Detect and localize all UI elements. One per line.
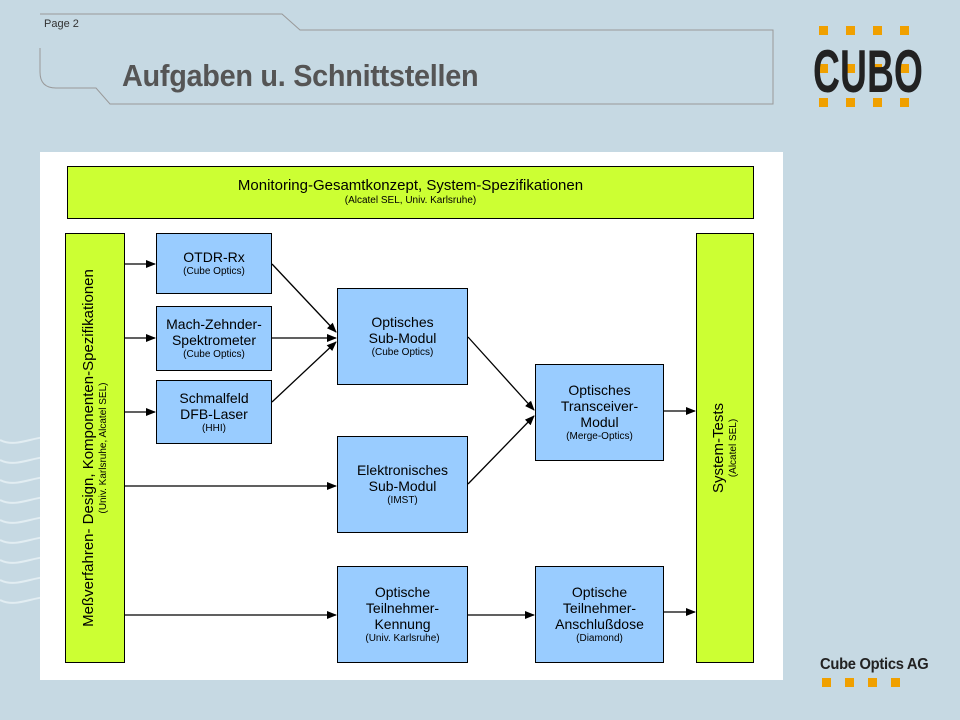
subscriber-id-partner: (Univ. Karlsruhe) xyxy=(365,633,440,644)
measurement-design-title: Meßverfahren- Design, Komponenten-Spezif… xyxy=(80,269,97,627)
dfb-laser-line2: DFB-Laser xyxy=(180,405,248,422)
system-tests-box: System-Tests (Alcatel SEL) xyxy=(696,233,754,663)
mach-zehnder-partner: (Cube Optics) xyxy=(183,349,245,360)
dfb-laser-box: Schmalfeld DFB-Laser (HHI) xyxy=(156,380,272,444)
dfb-laser-line1: Schmalfeld xyxy=(179,389,249,406)
system-tests-title: System-Tests xyxy=(710,402,727,494)
diagram-arrows xyxy=(124,260,696,619)
subscriber-id-box: Optische Teilnehmer- Kennung (Univ. Karl… xyxy=(337,566,468,663)
system-tests-partners: (Alcatel SEL) xyxy=(728,418,739,478)
electronic-submodule-box: Elektronisches Sub-Modul (IMST) xyxy=(337,436,468,533)
optical-submodule-line1: Optisches xyxy=(371,314,434,330)
otdr-rx-title: OTDR-Rx xyxy=(183,249,245,265)
subscriber-socket-line2: Teilnehmer- xyxy=(562,600,637,616)
otdr-rx-partner: (Cube Optics) xyxy=(183,266,245,277)
company-name: Cube Optics AG xyxy=(820,656,929,673)
optical-submodule-partner: (Cube Optics) xyxy=(371,347,434,358)
company-logo-dots xyxy=(822,678,900,687)
mach-zehnder-line1: Mach-Zehnder- xyxy=(166,316,262,332)
diagram-canvas: Monitoring-Gesamtkonzept, System-Spezifi… xyxy=(40,152,783,680)
otdr-rx-box: OTDR-Rx (Cube Optics) xyxy=(156,233,272,294)
measurement-design-label: Meßverfahren- Design, Komponenten-Spezif… xyxy=(80,269,110,627)
electronic-submodule-line2: Sub-Modul xyxy=(368,478,437,494)
transceiver-module-line1: Optisches xyxy=(568,382,631,398)
electronic-submodule-line1: Elektronisches xyxy=(356,462,449,478)
monitoring-concept-box: Monitoring-Gesamtkonzept, System-Spezifi… xyxy=(67,166,754,219)
page-number: Page 2 xyxy=(44,18,79,30)
transceiver-module-line2: Transceiver- xyxy=(560,398,639,414)
subscriber-id-line1: Optische xyxy=(374,584,431,600)
transceiver-module-line3: Modul xyxy=(580,414,619,430)
subscriber-socket-line3: Anschlußdose xyxy=(555,616,644,632)
optical-submodule-box: Optisches Sub-Modul (Cube Optics) xyxy=(337,288,468,385)
monitoring-concept-title: Monitoring-Gesamtkonzept, System-Spezifi… xyxy=(237,177,584,194)
mach-zehnder-box: Mach-Zehnder- Spektrometer (Cube Optics) xyxy=(156,306,272,371)
measurement-design-partners: (Univ. Karlsruhe, Alcatel SEL) xyxy=(98,382,109,514)
subscriber-socket-box: Optische Teilnehmer- Anschlußdose (Diamo… xyxy=(535,566,664,663)
system-tests-label: System-Tests (Alcatel SEL) xyxy=(710,403,740,493)
subscriber-socket-line1: Optische xyxy=(571,584,628,600)
dfb-laser-partner: (HHI) xyxy=(202,422,226,434)
subscriber-socket-partner: (Diamond) xyxy=(576,633,623,644)
electronic-submodule-partner: (IMST) xyxy=(387,495,418,506)
cubo-logo: CUBO xyxy=(813,26,923,107)
svg-text:CUBO: CUBO xyxy=(813,38,923,105)
optical-submodule-line2: Sub-Modul xyxy=(368,330,437,346)
subscriber-id-line3: Kennung xyxy=(374,616,431,632)
title-frame xyxy=(39,13,774,105)
page-title: Aufgaben u. Schnittstellen xyxy=(122,58,479,93)
transceiver-module-box: Optisches Transceiver- Modul (Merge-Opti… xyxy=(535,364,664,461)
transceiver-module-partner: (Merge-Optics) xyxy=(566,431,633,442)
subscriber-id-line2: Teilnehmer- xyxy=(365,600,440,616)
mach-zehnder-line2: Spektrometer xyxy=(171,332,257,348)
monitoring-concept-partners: (Alcatel SEL, Univ. Karlsruhe) xyxy=(344,195,477,206)
measurement-design-box: Meßverfahren- Design, Komponenten-Spezif… xyxy=(65,233,125,663)
